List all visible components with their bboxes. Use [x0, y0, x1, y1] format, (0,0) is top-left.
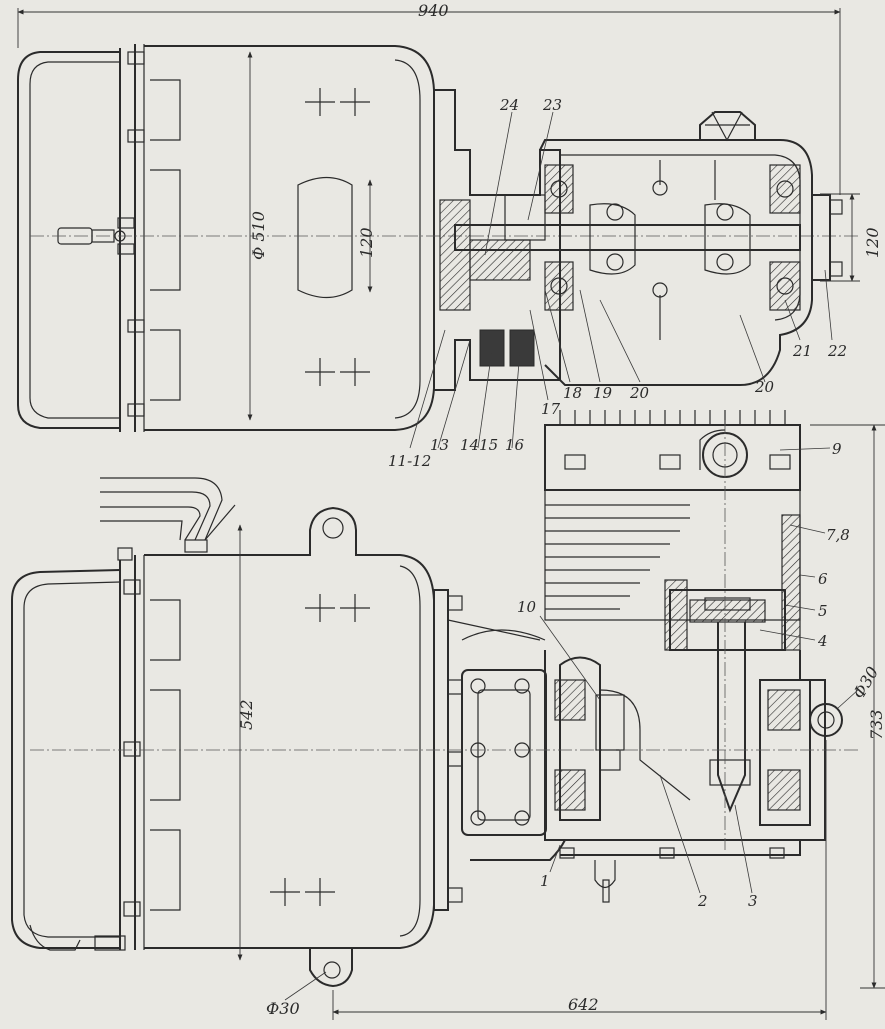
dim-shaft-end: 120: [357, 227, 376, 258]
cover-bolts: [470, 678, 530, 826]
dim-base-length: 642: [568, 995, 599, 1014]
callout-23: 23: [542, 96, 562, 114]
inspection-cover: [461, 669, 547, 836]
crankcase-base: [470, 839, 801, 861]
leaders-front: [539, 447, 831, 894]
callout-9: 9: [832, 440, 842, 458]
callout-21: 21: [792, 342, 812, 360]
dim-side-hole: Ф30: [849, 663, 882, 702]
crankshaft: [454, 224, 801, 251]
callout-2: 2: [697, 892, 708, 910]
callout-22: 22: [827, 342, 847, 360]
callout-6: 6: [818, 570, 828, 588]
callout-16: 16: [505, 436, 525, 454]
callout-20a: 20: [629, 384, 650, 402]
cable-glands: [100, 477, 236, 553]
crankcase-top: [539, 139, 813, 386]
front-view: 542 733 642 Ф30 Ф30 9 7,8 6 5: [11, 410, 885, 1020]
dim-motor-height: 542: [237, 699, 256, 730]
dim-motor-diameter: Ф 510: [249, 211, 268, 260]
motor-crosses-top: [305, 88, 370, 386]
flange-bolts-front: [117, 547, 141, 917]
motor-body-front: [144, 506, 435, 949]
motor-body-top: [144, 45, 435, 431]
motor-end-cap-front: [11, 569, 121, 949]
callout-1415: 1415: [460, 436, 498, 454]
callout-20b: 20: [754, 378, 775, 396]
dim-bottom-hole: Ф30: [266, 999, 300, 1018]
dim-pulley-width: 120: [863, 227, 882, 258]
callout-10: 10: [517, 598, 537, 616]
motor-crosses-front: [270, 594, 370, 906]
callout-19: 19: [593, 384, 613, 402]
callout-17: 17: [541, 400, 561, 418]
callout-24: 24: [499, 96, 519, 114]
flange-plate-bolts: [447, 595, 463, 903]
cylinder-head: [544, 410, 801, 491]
piston: [669, 589, 786, 651]
motor-end-cap-top: [17, 51, 120, 429]
connecting-rod: [717, 622, 746, 813]
bearings-top: [544, 164, 801, 311]
flange-bolts-top: [127, 51, 145, 417]
crankcase-front: [544, 650, 826, 841]
callout-11-12: 11-12: [388, 452, 431, 470]
callout-18: 18: [563, 384, 582, 402]
callout-1: 1: [540, 872, 550, 890]
breather-cap: [699, 111, 756, 140]
dim-overall-width: 940: [418, 1, 449, 20]
coupling-housing: [434, 89, 561, 391]
top-view: Ф 510 120: [17, 44, 882, 470]
callout-13: 13: [430, 436, 449, 454]
dim-overall-height: 733: [867, 709, 885, 740]
callout-7-8: 7,8: [826, 526, 850, 544]
callout-3: 3: [748, 892, 758, 910]
leaders-top: [409, 111, 833, 449]
callout-4: 4: [817, 632, 828, 650]
dim-overall-width-group: 940: [17, 1, 841, 195]
callout-5: 5: [818, 602, 828, 620]
